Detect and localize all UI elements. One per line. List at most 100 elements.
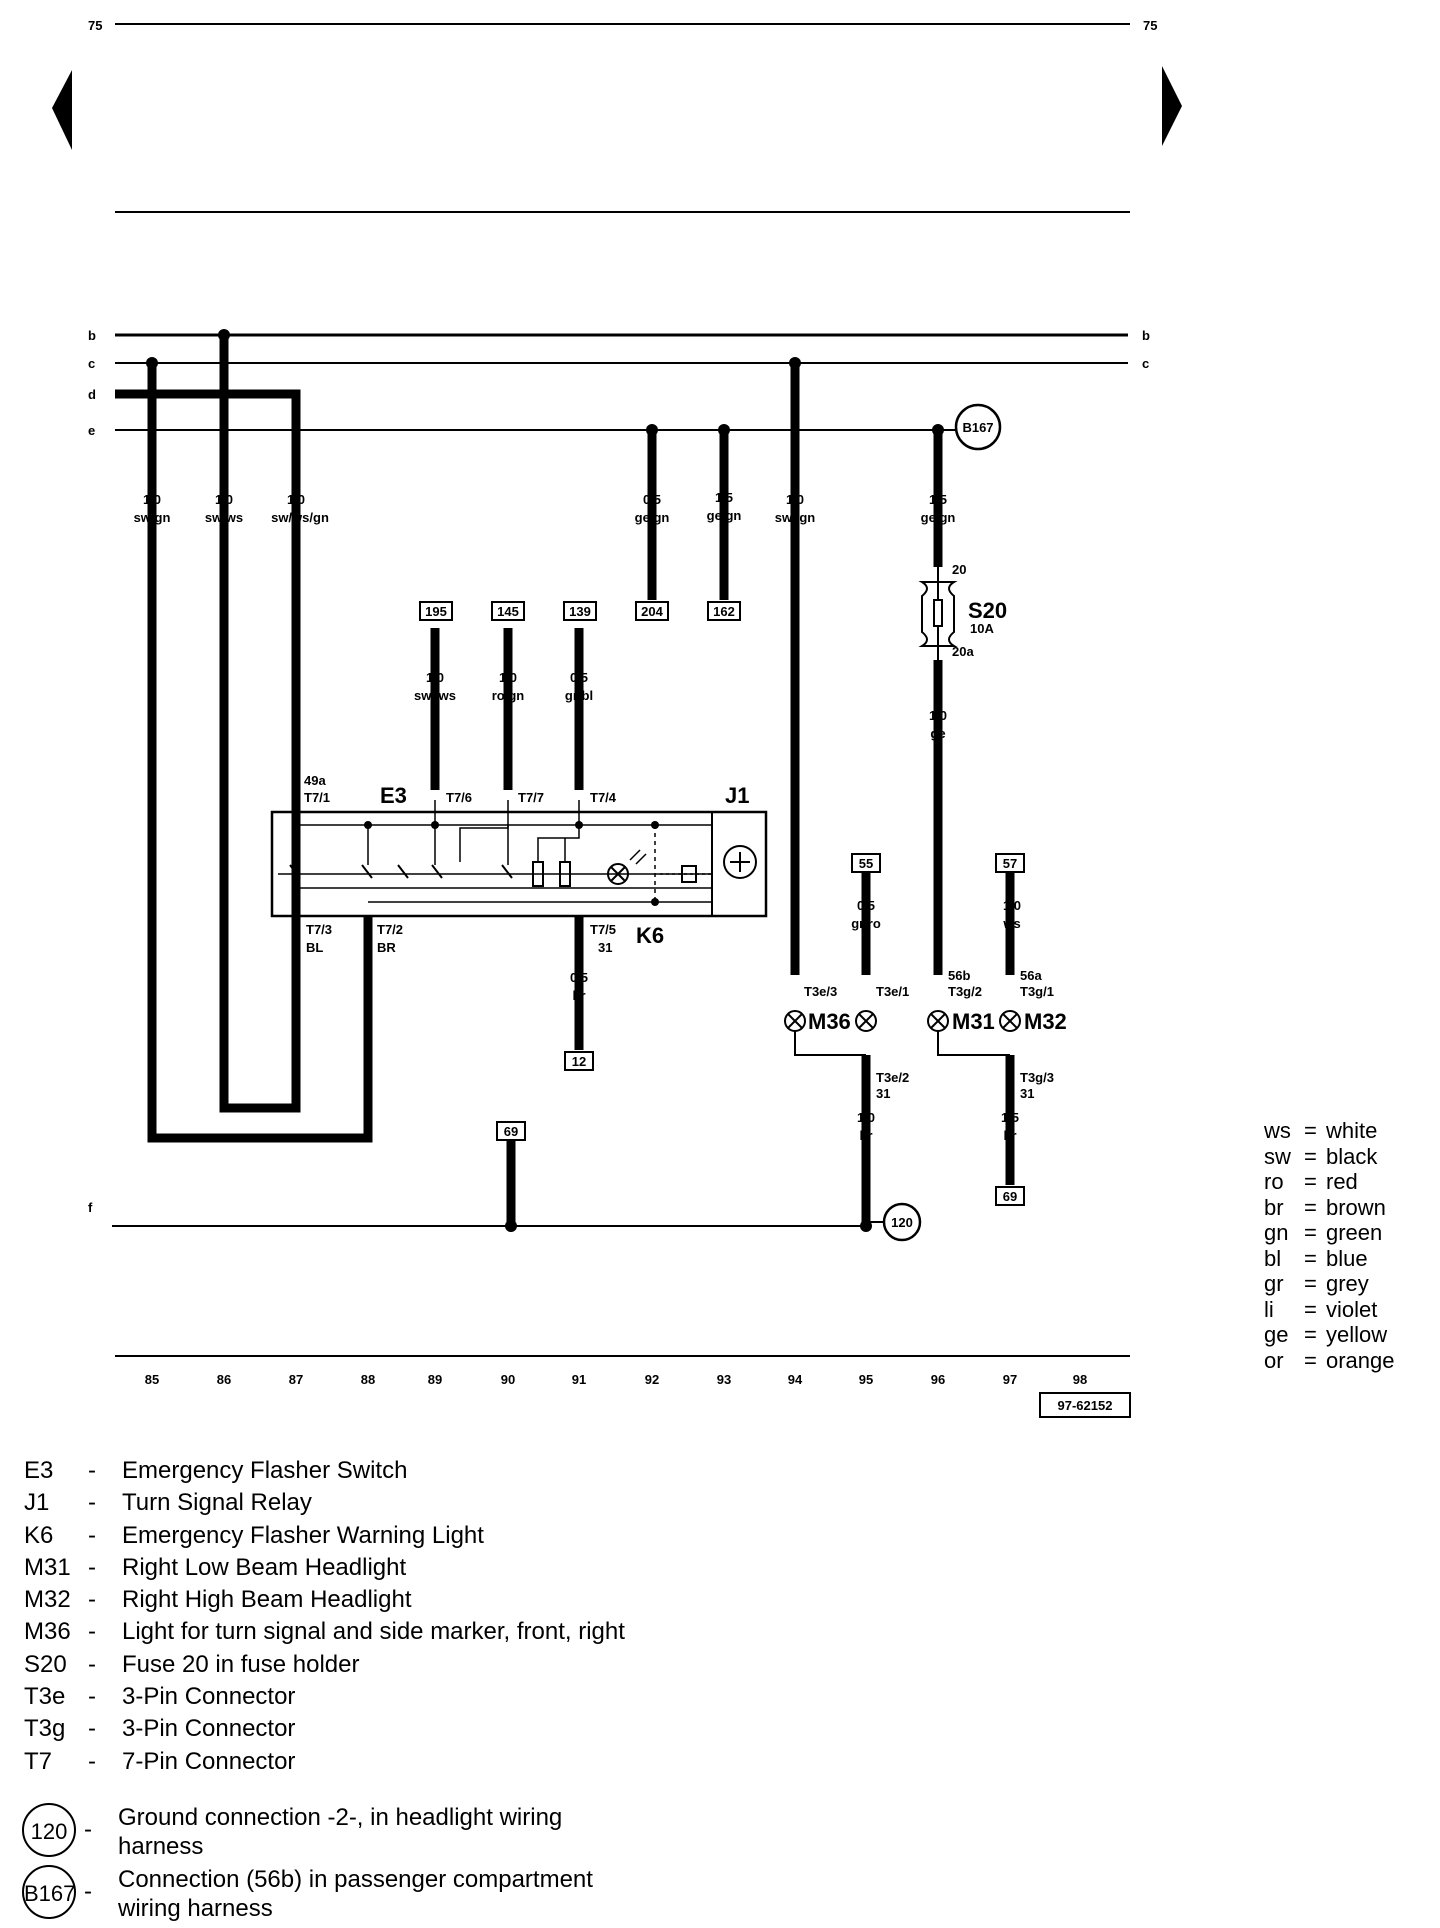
pin-t7-2: T7/2: [377, 922, 403, 937]
ref-box-69[interactable]: [496, 1121, 526, 1141]
color-code: li: [1264, 1296, 1274, 1322]
legend-dash: -: [84, 1878, 92, 1905]
legend-code: S20: [24, 1650, 67, 1678]
equals-sign: =: [1304, 1347, 1317, 1373]
junction-dots: [146, 329, 944, 1232]
color-code-row: sw=black: [1264, 1144, 1434, 1170]
rail-label-e: e: [88, 423, 95, 438]
ref-box-204[interactable]: [635, 601, 669, 621]
color-name: violet: [1326, 1296, 1378, 1322]
ref-box-69[interactable]: [995, 1186, 1025, 1206]
legend-row: T7-7-Pin Connector: [24, 1746, 784, 1778]
pin-t7-6: T7/6: [446, 790, 472, 805]
equals-sign: =: [1304, 1245, 1317, 1271]
ref-box-145[interactable]: [491, 601, 525, 621]
page-number-right: 75: [1143, 18, 1157, 33]
legend-desc: Right High Beam Headlight: [122, 1586, 412, 1614]
color-code-row: li=violet: [1264, 1297, 1434, 1323]
color-name: green: [1326, 1220, 1383, 1245]
legend-row: T3e-3-Pin Connector: [24, 1681, 784, 1713]
ref-box-139[interactable]: [563, 601, 597, 621]
ref-12-label: 12: [572, 1054, 586, 1069]
pin-t7-5: T7/5: [590, 922, 616, 937]
wire-95-top-size: 0,5: [857, 898, 875, 913]
wire-96-size: 1,5: [929, 492, 947, 507]
pin-t3g-1: T3g/1: [1020, 984, 1054, 999]
column-number: 95: [859, 1372, 873, 1387]
legend-dash: -: [88, 1747, 96, 1775]
legend-row: M32-Right High Beam Headlight: [24, 1584, 784, 1616]
wire-87-color: sw/ws/gn: [271, 510, 329, 525]
ref-box-195[interactable]: [419, 601, 453, 621]
color-name: orange: [1326, 1347, 1395, 1373]
wire-93-color: ge/gn: [707, 508, 742, 523]
wire-97-top-color: ws: [1002, 916, 1020, 931]
color-code-row: or=orange: [1264, 1348, 1434, 1374]
wire-86-size: 1,0: [215, 492, 233, 507]
fuse-pin-20a: 20a: [952, 644, 974, 659]
color-code-row: br=brown: [1264, 1195, 1434, 1221]
color-code-row: ge=yellow: [1264, 1322, 1434, 1348]
rail-label-b-right: b: [1142, 328, 1150, 343]
circle-desc-line: Ground connection -2-, in headlight wiri…: [118, 1804, 563, 1831]
connection-b167: [954, 403, 1002, 451]
component-m32: M32: [1024, 1009, 1067, 1034]
ref-box-162[interactable]: [707, 601, 741, 621]
color-code: ro: [1264, 1169, 1284, 1194]
color-code: sw: [1264, 1143, 1291, 1169]
ref-box-55[interactable]: [851, 853, 881, 873]
color-name: yellow: [1326, 1322, 1388, 1347]
ref-57-label: 57: [1003, 856, 1017, 871]
wire-96-mid-size: 1,0: [929, 708, 947, 723]
legend-row: M31-Right Low Beam Headlight: [24, 1552, 784, 1584]
pin-t7-7: T7/7: [518, 790, 544, 805]
prev-page-arrow-icon[interactable]: [52, 70, 72, 150]
legend-code: T3e: [24, 1683, 66, 1711]
legend-row: E3-Emergency Flasher Switch: [24, 1455, 784, 1487]
legend-code: M32: [24, 1586, 71, 1614]
legend-code: M36: [24, 1618, 71, 1646]
legend-desc: Right Low Beam Headlight: [122, 1553, 407, 1581]
legend-dash: -: [88, 1683, 96, 1711]
legend-dash: -: [88, 1715, 96, 1743]
wire-92-size: 0,5: [643, 492, 661, 507]
rail-label-d: d: [88, 387, 96, 402]
circle-legend: 120-Ground connection -2-, in headlight …: [22, 1803, 782, 1927]
ref-55-label: 55: [859, 856, 873, 871]
circle-legend-row: 120-Ground connection -2-, in headlight …: [22, 1803, 782, 1865]
rails: [112, 333, 1128, 1227]
wire-96-mid-color: ge: [930, 726, 945, 741]
junction-dot: [718, 424, 730, 436]
legend-row: S20-Fuse 20 in fuse holder: [24, 1649, 784, 1681]
ref-145-label: 145: [497, 604, 519, 619]
component-m31: M31: [952, 1009, 995, 1034]
legend-desc: 3-Pin Connector: [122, 1683, 296, 1711]
legend-code: K6: [24, 1521, 54, 1549]
junction-dot: [146, 357, 158, 369]
wire-87-size: 1,0: [287, 492, 305, 507]
ref-69-label: 69: [1003, 1189, 1017, 1204]
wire-94-color: sw /gn: [775, 510, 816, 525]
legend-row: T3g-3-Pin Connector: [24, 1713, 784, 1745]
ref-box-57[interactable]: [995, 853, 1025, 873]
pin-56a: 56a: [1020, 968, 1042, 983]
wire-95-bot-size: 1,0: [857, 1110, 875, 1125]
legend-code: J1: [24, 1489, 50, 1517]
column-number: 97: [1003, 1372, 1017, 1387]
ref-box-12[interactable]: [564, 1051, 594, 1071]
component-m36: M36: [808, 1009, 851, 1034]
legend-desc: Emergency Flasher Warning Light: [122, 1521, 484, 1549]
wire-95-top-color: gr/ro: [851, 916, 881, 931]
circle-legend-row: B167-Connection (56b) in passenger compa…: [22, 1865, 782, 1927]
page-number-left: 75: [88, 18, 102, 33]
column-number: 92: [645, 1372, 659, 1387]
pin-t3g-2: T3g/2: [948, 984, 982, 999]
color-code-row: gr=grey: [1264, 1271, 1434, 1297]
circle-desc: Connection (56b) in passenger compartmen…: [118, 1865, 593, 1923]
fuse-s20: [918, 567, 958, 660]
component-e3: E3: [380, 783, 407, 808]
wire-93-size: 1,5: [715, 490, 733, 505]
next-page-arrow-icon[interactable]: [1162, 66, 1182, 146]
wire-95-bot-color: br: [860, 1128, 873, 1143]
ref-162-label: 162: [713, 604, 735, 619]
